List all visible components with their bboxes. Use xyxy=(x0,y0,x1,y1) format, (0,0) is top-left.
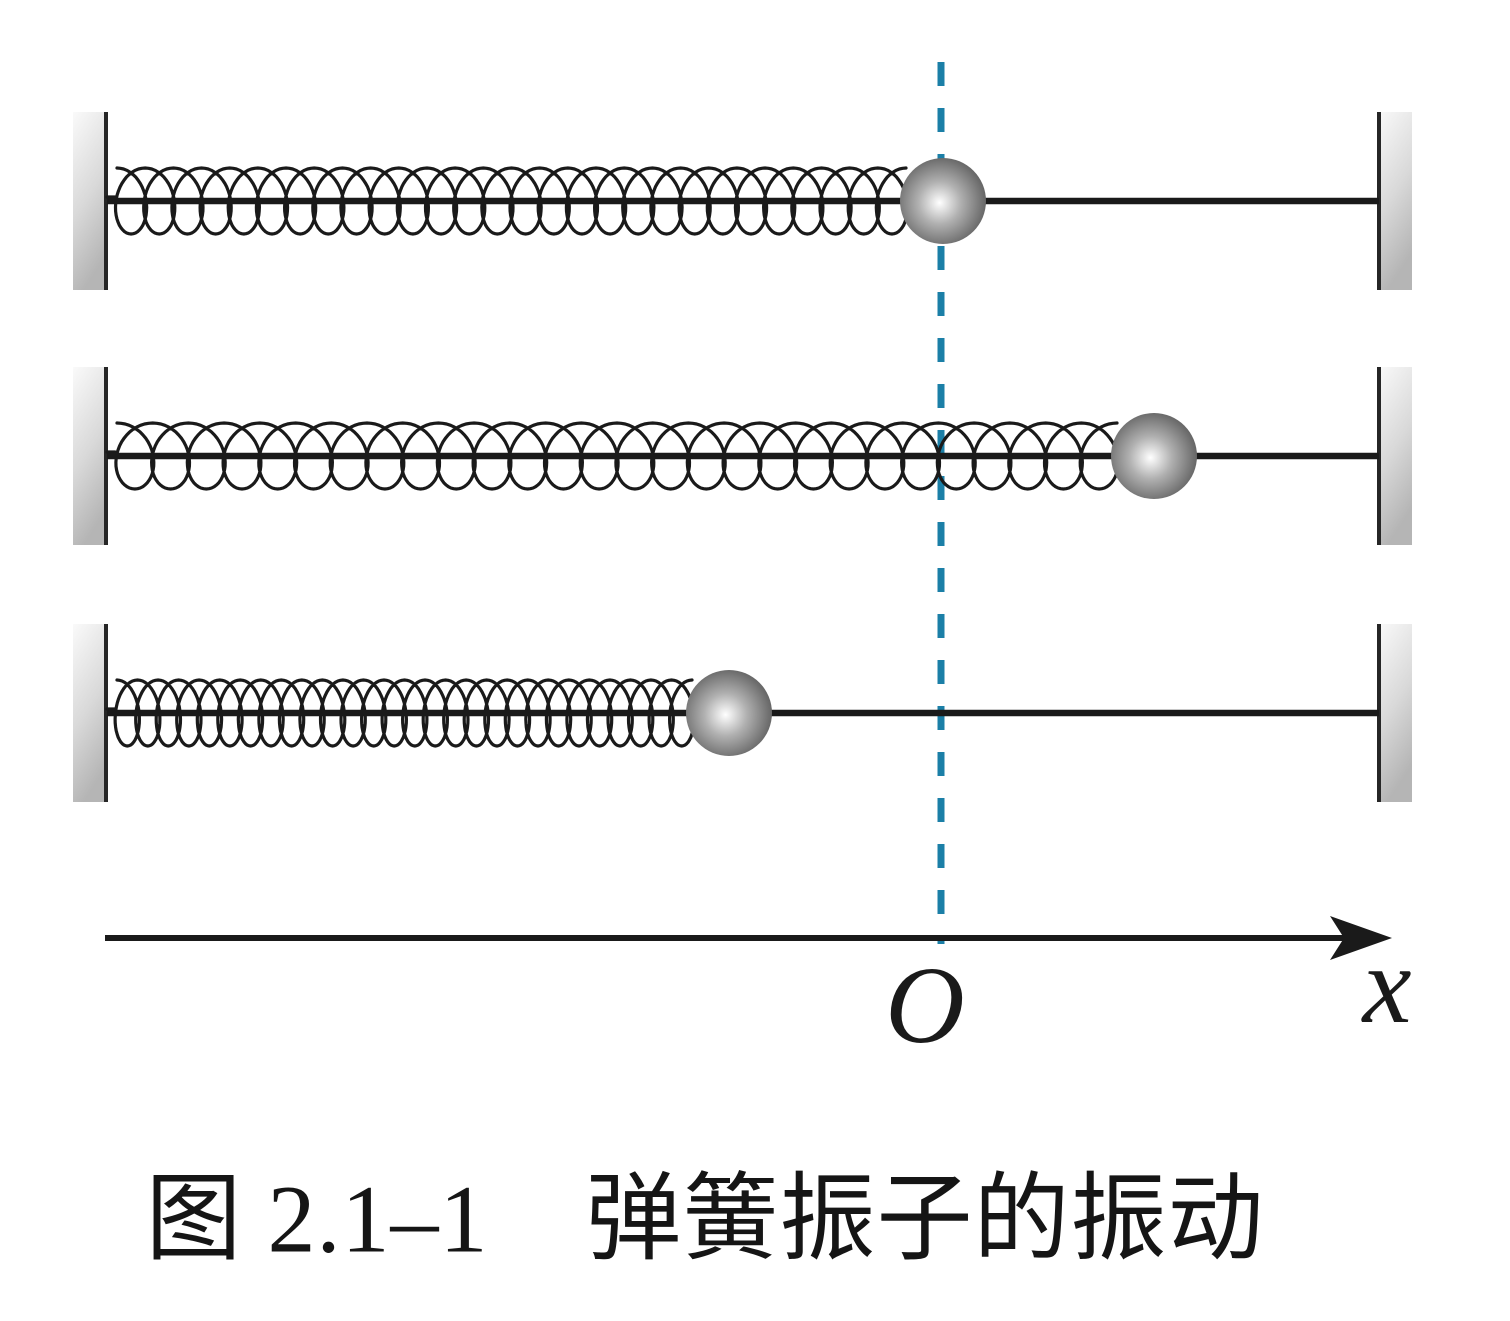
right-wall xyxy=(1377,624,1412,802)
oscillator-ball xyxy=(900,158,986,244)
x-axis-label: x xyxy=(1361,924,1412,1046)
figure-caption: 图 2.1–1 弹簧振子的振动 xyxy=(145,1165,1265,1273)
left-wall xyxy=(73,624,108,802)
oscillator-row-stretched xyxy=(73,367,1412,545)
oscillator-row-compressed xyxy=(73,624,1412,802)
left-wall xyxy=(73,112,108,290)
left-wall xyxy=(73,367,108,545)
right-wall xyxy=(1377,367,1412,545)
oscillator-ball xyxy=(686,670,772,756)
spring-coil xyxy=(105,166,910,236)
origin-label: O xyxy=(885,944,964,1066)
right-wall xyxy=(1377,112,1412,290)
spring-coil xyxy=(105,678,696,748)
oscillator-row-equilibrium xyxy=(73,112,1412,290)
x-axis-arrowhead-icon xyxy=(1330,916,1392,960)
spring-coil xyxy=(105,421,1120,491)
oscillator-ball xyxy=(1111,413,1197,499)
x-axis: O x xyxy=(105,916,1412,1066)
